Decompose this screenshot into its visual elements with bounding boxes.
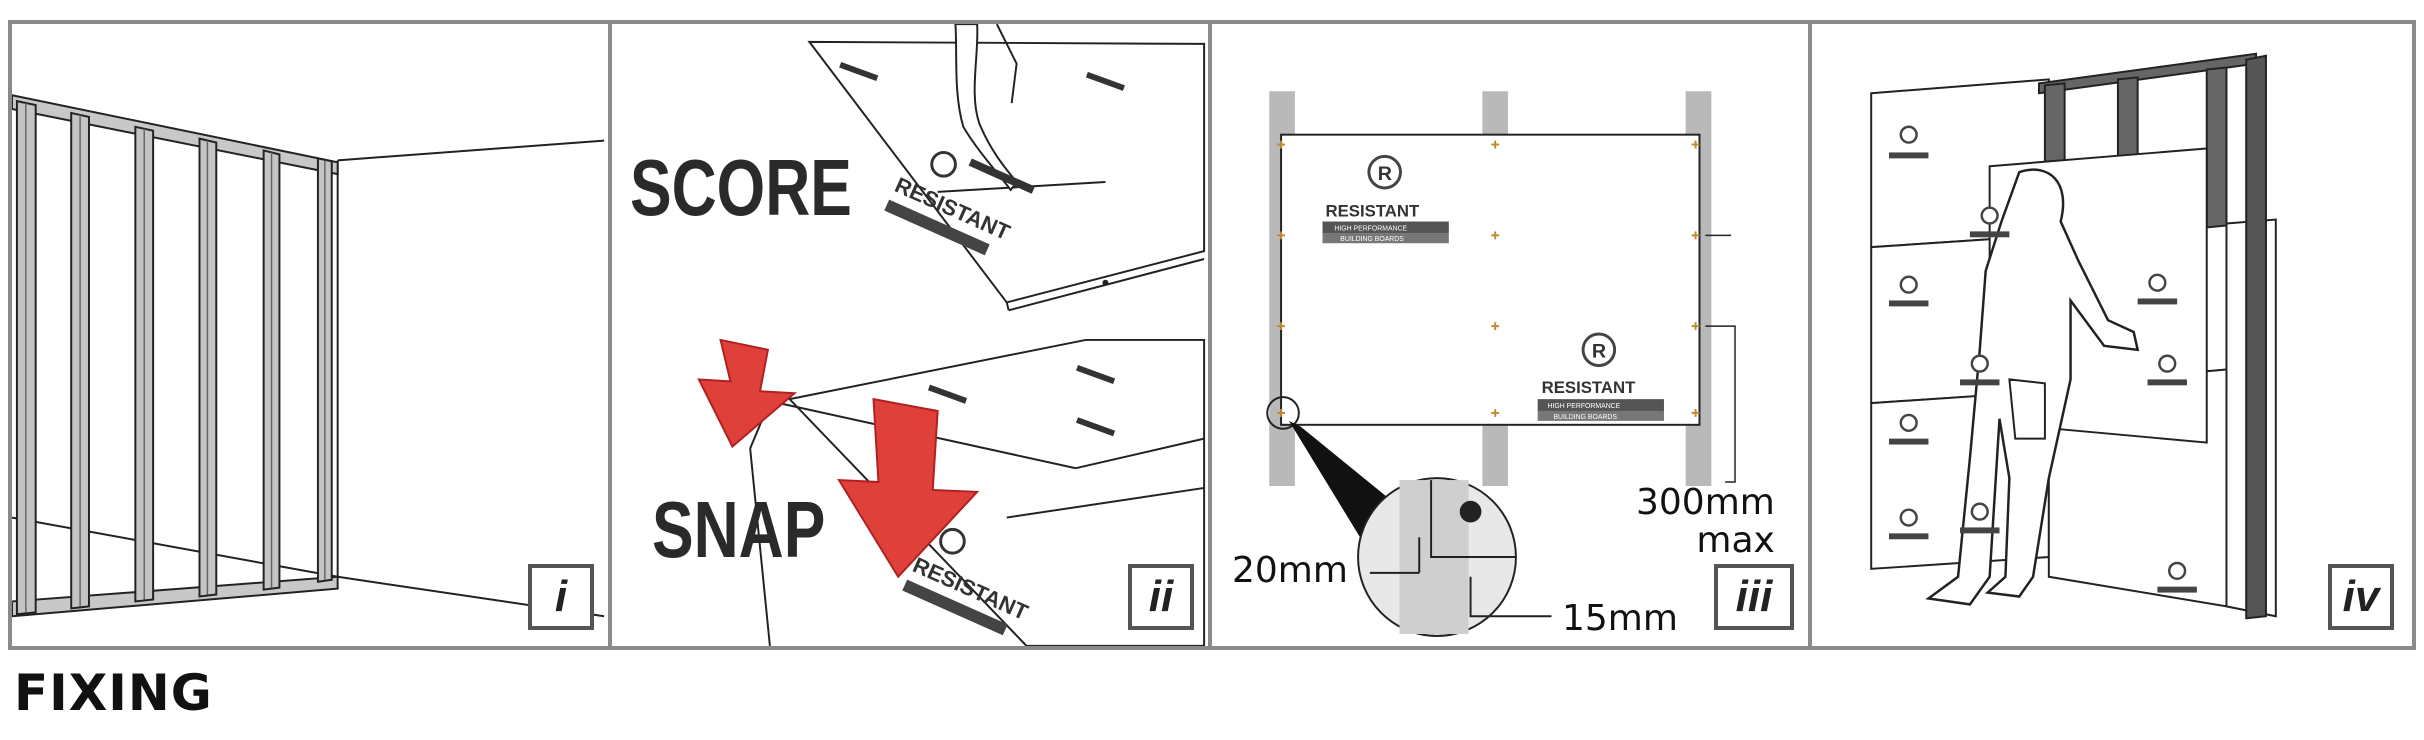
snap-arrow-1: [697, 338, 798, 449]
score-board-logo: RESISTANT: [884, 172, 1014, 256]
dim-inset-distance: 15mm: [1562, 598, 1678, 639]
svg-text:HIGH PERFORMANCE: HIGH PERFORMANCE: [1548, 403, 1621, 410]
section-heading: FIXING: [14, 664, 213, 722]
dim-edge-distance: 20mm: [1232, 550, 1348, 591]
svg-text:HIGH PERFORMANCE: HIGH PERFORMANCE: [1334, 225, 1407, 232]
svg-text:BUILDING BOARDS: BUILDING BOARDS: [1340, 236, 1404, 243]
panel-i: i: [8, 20, 616, 650]
step-number-ii: ii: [1128, 564, 1194, 630]
fixing-centres-diagram: R RESISTANT HIGH PERFORMANCE BUILDING BO…: [1266, 91, 1736, 637]
dim-spacing-value: 300mm: [1636, 482, 1775, 523]
dim-spacing-qualifier: max: [1696, 520, 1775, 561]
svg-text:RESISTANT: RESISTANT: [1542, 378, 1637, 397]
panel-iii: R RESISTANT HIGH PERFORMANCE BUILDING BO…: [1208, 20, 1816, 650]
installation-illustration: [1870, 52, 2277, 620]
step-number-iv: iv: [2328, 564, 2394, 630]
svg-text:RESISTANT: RESISTANT: [1325, 202, 1420, 221]
snap-arrow-2: [837, 397, 980, 579]
svg-text:R: R: [1592, 341, 1606, 363]
board-logo-1: R RESISTANT HIGH PERFORMANCE BUILDING BO…: [1322, 154, 1449, 243]
instruction-strip: i: [8, 20, 2416, 654]
svg-text:R: R: [1378, 163, 1392, 185]
dim-fixing-spacing: 300mm max: [1636, 484, 1775, 560]
step-number-iii: iii: [1714, 564, 1794, 630]
score-snap-illustration: [697, 24, 1206, 646]
snap-label: SNAP: [652, 485, 826, 574]
snap-board-logo: RESISTANT: [902, 552, 1032, 636]
panel-iv: iv: [1808, 20, 2416, 650]
svg-text:BUILDING BOARDS: BUILDING BOARDS: [1553, 414, 1617, 421]
panel-ii: SCORE SNAP RESISTANT RESISTANT ii: [608, 20, 1216, 650]
stud-frame-illustration: [12, 94, 605, 618]
score-label: SCORE: [630, 143, 852, 232]
board-logo-2: R RESISTANT HIGH PERFORMANCE BUILDING BO…: [1537, 332, 1664, 421]
step-number-i: i: [528, 564, 594, 630]
